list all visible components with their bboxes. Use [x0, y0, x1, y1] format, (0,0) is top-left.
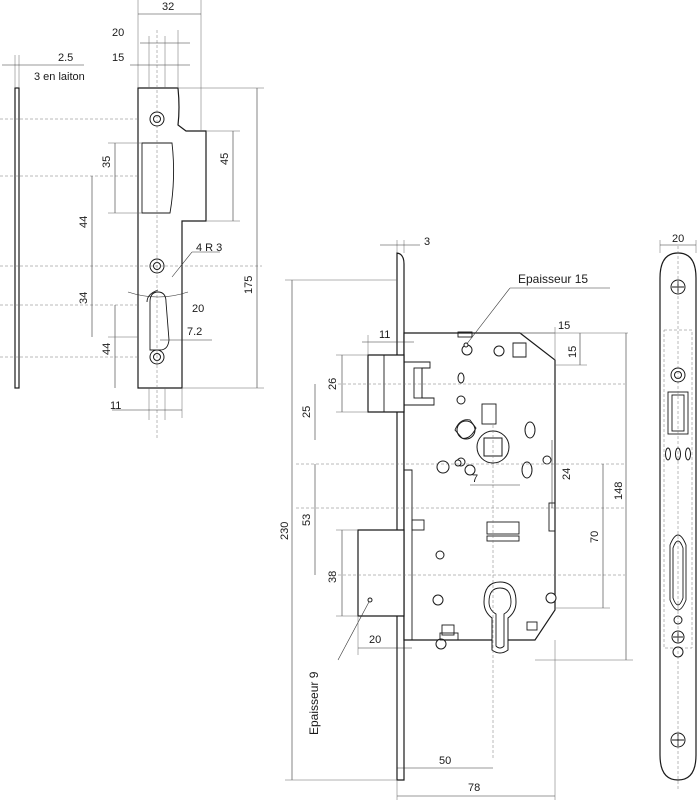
front-bolt-slot — [669, 534, 687, 611]
front-bolt-slot-inner — [672, 540, 684, 606]
case-hole — [493, 345, 505, 357]
case-slot — [512, 342, 527, 358]
dim-label-78: 78 — [468, 782, 480, 794]
case-hole — [436, 460, 450, 474]
leader-line — [337, 599, 371, 661]
front-slot — [685, 447, 691, 461]
dim-label-25: 25 — [301, 406, 313, 418]
case-hole — [435, 550, 445, 560]
dim-label-15: 15 — [112, 52, 124, 64]
case-hole — [454, 459, 462, 467]
dim-label-24: 24 — [561, 468, 573, 480]
lock-case — [403, 332, 556, 641]
dim-label-20: 20 — [369, 634, 381, 646]
dim-label-7: 7 — [472, 473, 478, 485]
dim-label-angle-20: 20 — [192, 303, 204, 315]
latch-bolt — [367, 354, 405, 413]
case-hole — [457, 372, 465, 384]
leader-dot — [463, 342, 469, 348]
dim-label-11: 11 — [110, 400, 121, 412]
dim-label-38: 38 — [327, 571, 339, 583]
dim-label-230: 230 — [279, 522, 291, 540]
dim-label-3: 3 — [424, 236, 430, 248]
case-slot — [481, 403, 497, 425]
lock-faceplate — [396, 252, 405, 781]
material-note: 3 en laiton — [34, 71, 85, 83]
dim-label-35: 35 — [101, 156, 113, 168]
dim-label-2-5: 2.5 — [58, 52, 73, 64]
thickness-9-label: Epaisseur 9 — [307, 671, 321, 735]
thickness-15-label: Epaisseur 15 — [518, 272, 588, 286]
case-hole — [521, 461, 533, 479]
dim-label-26: 26 — [327, 378, 339, 390]
dead-bolt-tab — [404, 469, 413, 640]
dim-label-32: 32 — [162, 1, 174, 13]
case-hole — [542, 455, 552, 465]
angle-arc — [127, 291, 189, 298]
latch-spring-box — [413, 367, 423, 399]
lock-body-side-view: 3 Epaisseur 15 11 15 15 26 25 230 53 7 2… — [279, 236, 633, 800]
leader-line — [465, 287, 511, 346]
dim-label-7-2: 7.2 — [187, 326, 202, 338]
case-slot — [411, 519, 425, 531]
lock-front-plate-view: 20 — [659, 233, 697, 790]
dead-bolt — [357, 529, 405, 617]
strike-plate-side-view — [14, 87, 20, 389]
case-slot — [486, 521, 520, 535]
dim-label-15-v: 15 — [567, 346, 579, 358]
strike-plate-front-view: 32 20 15 2.5 3 en laiton 35 45 44 4 R 3 … — [0, 0, 264, 440]
case-slot — [441, 624, 455, 636]
case-slot — [457, 331, 473, 338]
cylinder-hole — [483, 581, 517, 654]
dim-label-34: 34 — [78, 292, 90, 304]
dim-label-50: 50 — [439, 755, 451, 767]
case-hole — [432, 594, 444, 606]
case-hole — [435, 638, 447, 650]
dim-label-53: 53 — [301, 514, 313, 526]
radius-note: 4 R 3 — [196, 242, 222, 254]
dim-label-44-bottom: 44 — [101, 343, 113, 355]
dim-label-148: 148 — [613, 482, 625, 500]
dim-label-15-h: 15 — [558, 320, 570, 332]
dim-label-11: 11 — [379, 329, 390, 341]
strike-latch-opening — [141, 142, 175, 214]
leader-dot — [367, 597, 373, 603]
dim-label-20: 20 — [112, 27, 124, 39]
strike-plate-edge — [14, 87, 20, 389]
dim-label-45: 45 — [219, 153, 231, 165]
leader-line — [171, 251, 193, 278]
case-cam — [454, 419, 477, 439]
front-slot — [665, 447, 671, 461]
case-slot — [439, 632, 459, 641]
dim-label-70: 70 — [589, 531, 601, 543]
strike-plate-outline — [137, 87, 207, 389]
dim-label-175: 175 — [243, 276, 255, 294]
dim-label-20: 20 — [672, 233, 684, 245]
case-hole — [545, 592, 557, 604]
dim-label-44-top: 44 — [78, 216, 90, 228]
case-slot — [486, 535, 520, 542]
cylinder-inner — [488, 587, 512, 649]
strike-bolt-lip — [146, 289, 159, 303]
case-hole — [456, 395, 466, 405]
case-hole — [464, 464, 476, 476]
case-slot — [526, 621, 538, 631]
case-hole — [524, 421, 536, 439]
